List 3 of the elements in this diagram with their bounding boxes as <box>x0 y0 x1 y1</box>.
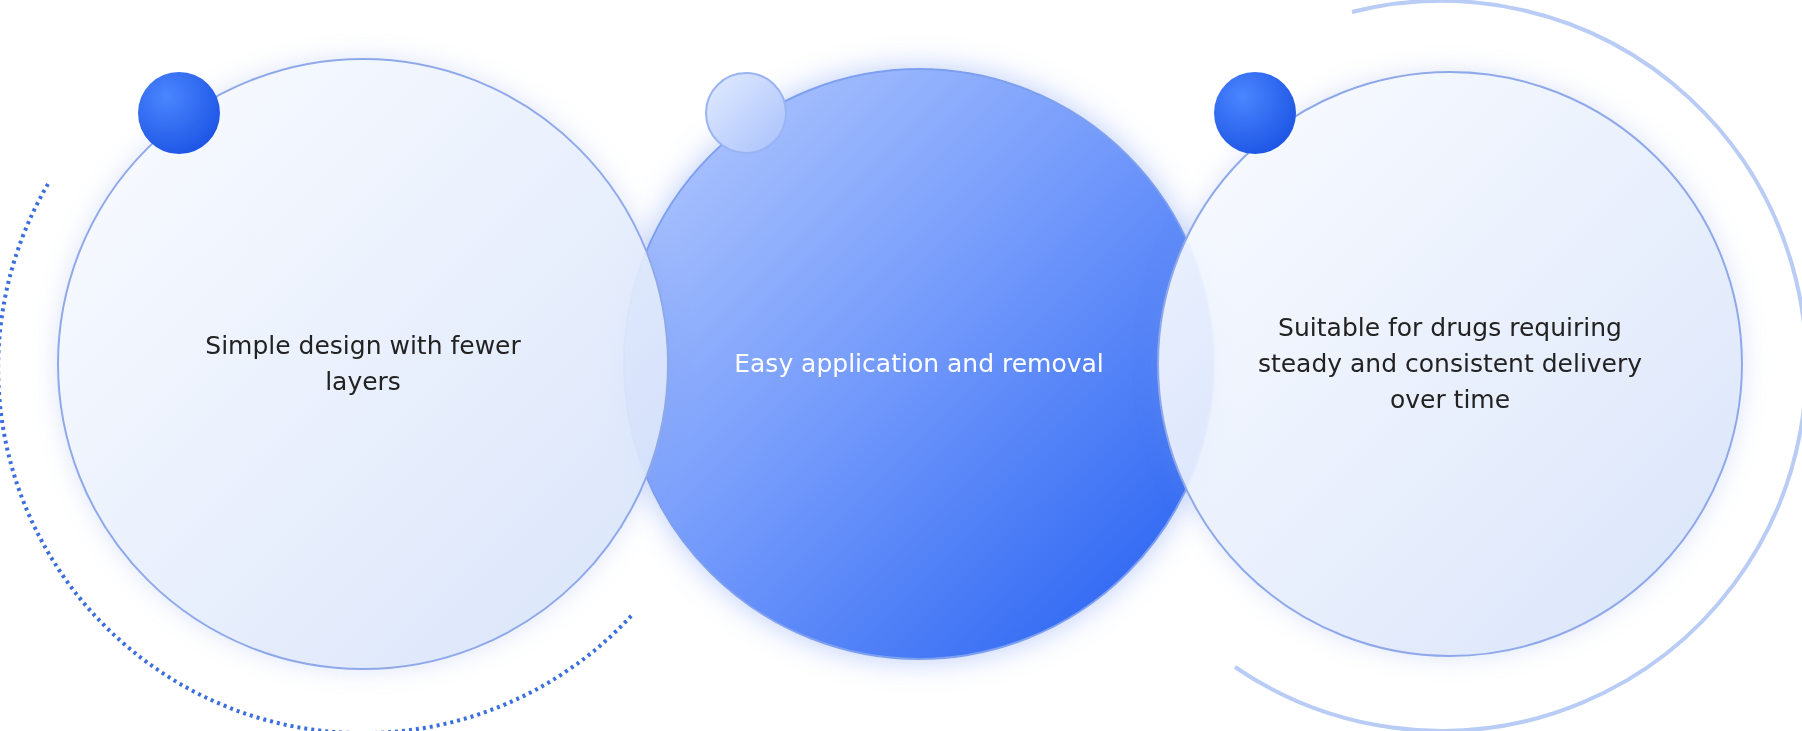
node-text: Simple design with fewer layers <box>204 329 522 398</box>
node-text: Suitable for drugs requiring steady and consistent delivery over time <box>1256 311 1644 417</box>
node-text: Easy application and removal <box>734 347 1104 380</box>
